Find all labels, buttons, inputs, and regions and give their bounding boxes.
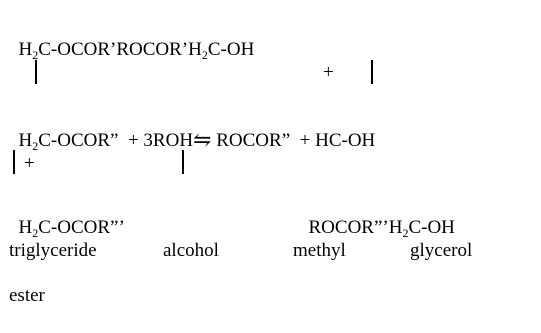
reaction-row-5-right: ROCOR”’H2C-OH — [299, 195, 455, 239]
label-alcohol: alcohol — [163, 240, 219, 261]
row5-left-subscript: 2 — [32, 226, 39, 240]
reaction-row-5-left: H2C-OCOR”’ — [9, 195, 125, 239]
row1-subscript-b: 2 — [201, 48, 208, 62]
row4-plus: + — [24, 153, 35, 174]
label-methyl: methyl — [293, 240, 346, 261]
row1-text-a: H — [18, 39, 33, 60]
row3-text-c: ROCOR” + HC-OH — [211, 130, 376, 151]
bond-bar-row2-right — [371, 60, 373, 84]
row3-subscript-a: 2 — [32, 139, 39, 153]
bond-bar-row4-right — [182, 150, 184, 174]
row3-text-b: C-OCOR” + 3ROH — [38, 130, 194, 151]
row5-left-text-b: C-OCOR”’ — [38, 217, 125, 238]
row1-text-b: C-OCOR’ROCOR’H — [38, 39, 202, 60]
reaction-row-3: H2C-OCOR” + 3ROH⇋ ROCOR” + HC-OH — [9, 106, 376, 153]
reaction-row-1: H2C-OCOR’ROCOR’H2C-OH — [9, 17, 255, 62]
row1-text-c: C-OH — [207, 39, 255, 60]
row5-right-text-b: C-OH — [408, 217, 455, 238]
equilibrium-arrow-icon: ⇋ — [193, 127, 212, 152]
label-ester: ester — [9, 285, 45, 306]
row2-plus: + — [323, 62, 334, 83]
row5-right-text-a: ROCOR”’H — [308, 217, 403, 238]
row1-subscript-a: 2 — [32, 48, 39, 62]
bond-bar-row2-left — [35, 60, 37, 84]
row3-text-a: H — [18, 130, 33, 151]
bond-bar-row4-left — [13, 150, 15, 174]
row5-left-text-a: H — [18, 217, 33, 238]
label-glycerol: glycerol — [410, 240, 473, 261]
label-triglyceride: triglyceride — [9, 240, 97, 261]
row5-right-subscript: 2 — [402, 226, 409, 240]
